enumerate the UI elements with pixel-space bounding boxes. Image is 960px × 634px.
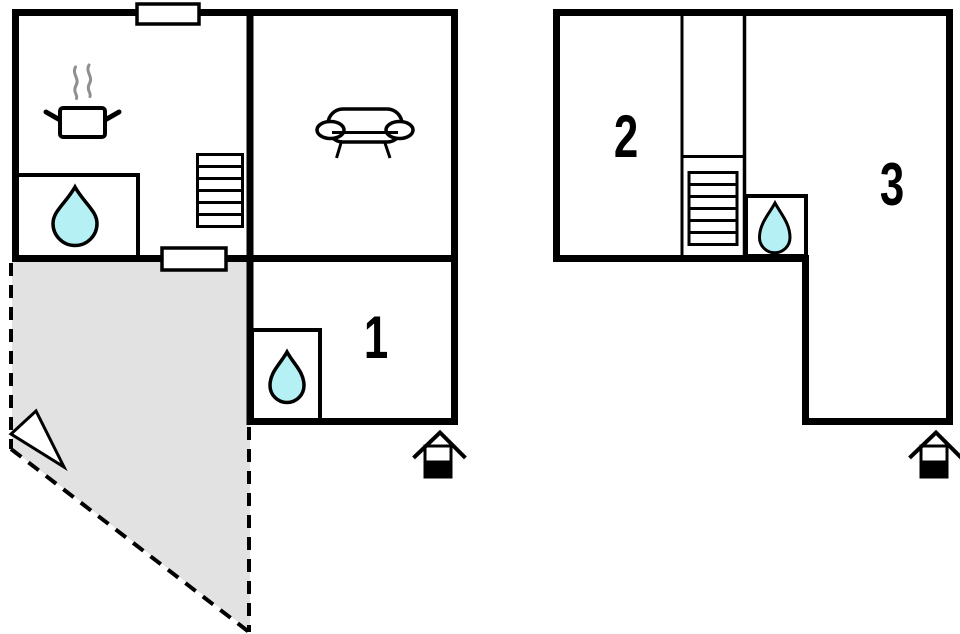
pot-handle-left [43, 109, 63, 123]
sofa-leg [383, 142, 392, 159]
svg-text:1: 1 [364, 304, 388, 371]
water-drop-icon [51, 183, 99, 248]
sofa-leg [335, 142, 343, 159]
house-entrance-icon [412, 429, 467, 479]
terrace-area [8, 258, 251, 634]
upper-floor-plan: 2 3 [553, 9, 960, 479]
triangle-arrow-icon [8, 408, 68, 472]
stairs-icon [687, 171, 739, 246]
door-opening-terrace [160, 246, 228, 272]
svg-text:2: 2 [614, 103, 638, 170]
stairs-icon [196, 153, 244, 228]
house-entrance-icon [908, 429, 960, 479]
sofa-arm-left [315, 119, 346, 141]
entrance-box-fill [922, 460, 946, 476]
sofa-arm-right [384, 119, 415, 141]
water-drop-icon [268, 348, 306, 405]
pot-body [58, 106, 107, 139]
upper-floor-walls [553, 9, 953, 425]
room2-label: 2 [614, 103, 638, 170]
steam-line [86, 63, 93, 98]
sofa-icon [315, 107, 415, 159]
ground-floor-walls [12, 9, 458, 425]
pot-handle-right [102, 109, 122, 123]
door-opening-top [135, 2, 201, 26]
room1-label: 1 [364, 304, 388, 371]
steam-line [72, 65, 79, 100]
terrace-dashed-diagonal-edge [9, 447, 251, 634]
stairwell [680, 16, 747, 255]
room3-label: 3 [880, 151, 904, 218]
ground-floor-plan: 1 [8, 2, 467, 634]
water-drop-icon [757, 199, 792, 255]
cooking-pot-icon [43, 63, 122, 139]
terrace-fill [12, 258, 250, 631]
entrance-roof [908, 429, 960, 460]
entrance-roof [412, 429, 467, 460]
entrance-box-fill [426, 460, 450, 476]
svg-text:3: 3 [880, 151, 904, 218]
